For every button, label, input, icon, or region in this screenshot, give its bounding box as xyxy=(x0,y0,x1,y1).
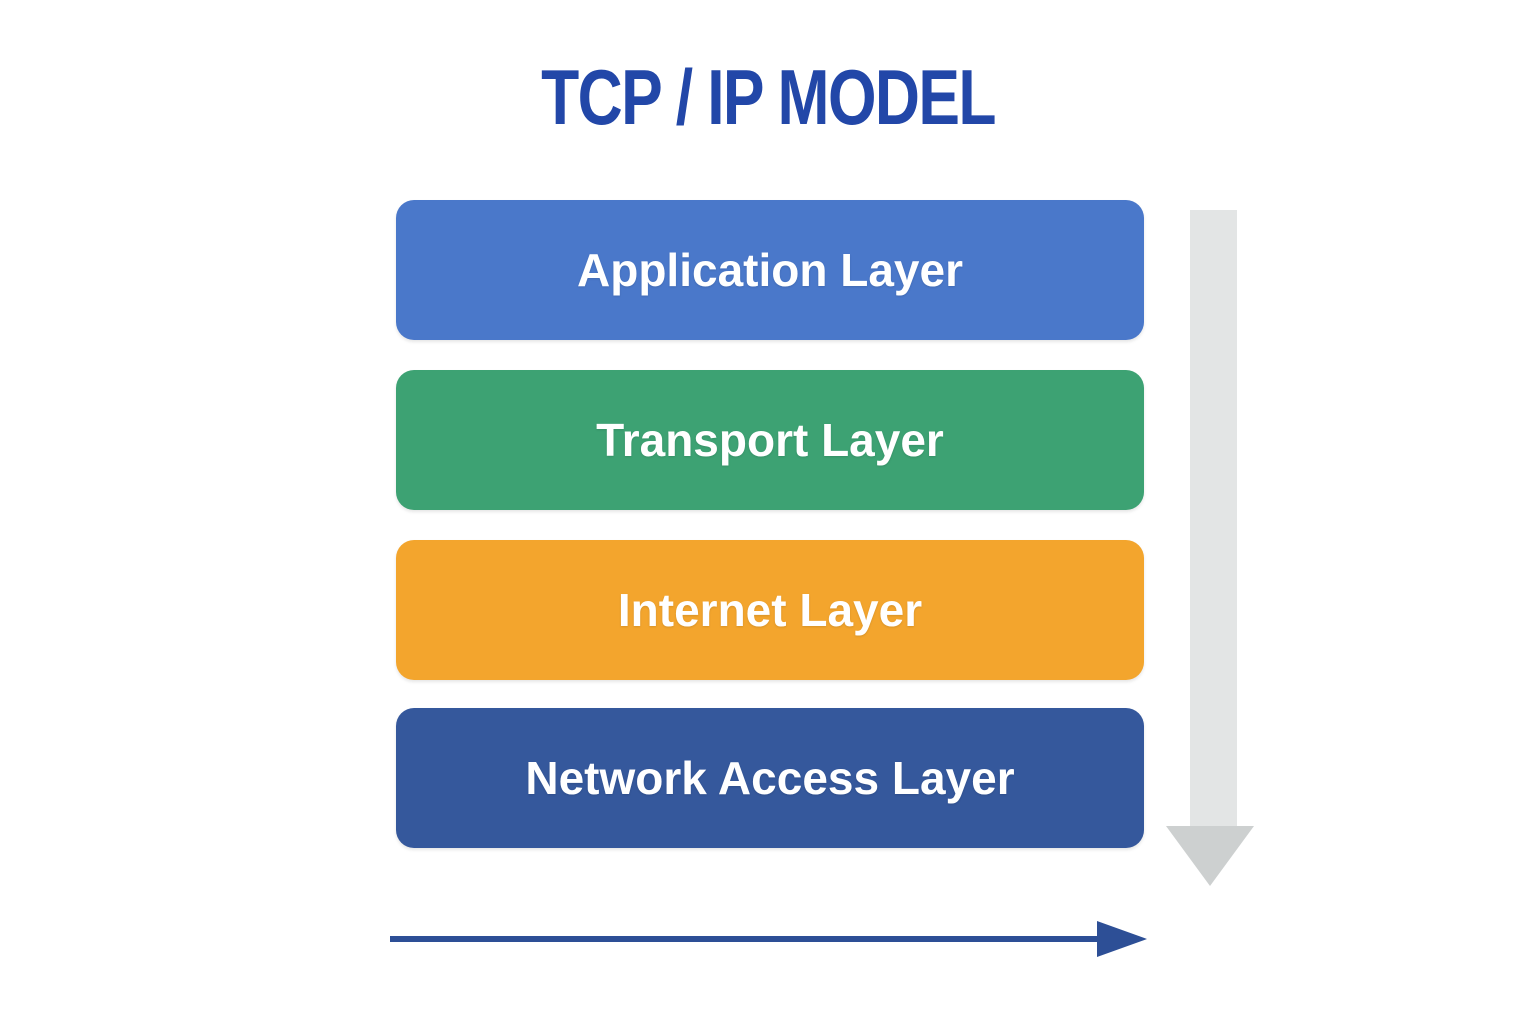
layer-label-network-access: Network Access Layer xyxy=(525,752,1015,804)
rightward-axis-arrow-head xyxy=(1097,921,1147,957)
layer-label-transport: Transport Layer xyxy=(596,414,944,466)
downward-flow-arrow-icon xyxy=(1166,210,1254,886)
diagram-title: TCP / IP MODEL xyxy=(541,53,996,141)
layer-label-application: Application Layer xyxy=(577,244,963,296)
layer-box-application: Application Layer xyxy=(396,200,1144,340)
rightward-axis-arrow-icon xyxy=(390,921,1147,957)
layer-box-internet: Internet Layer xyxy=(396,540,1144,680)
downward-flow-arrow-head xyxy=(1166,826,1254,886)
downward-flow-arrow-shaft xyxy=(1190,210,1237,830)
layer-box-transport: Transport Layer xyxy=(396,370,1144,510)
layer-box-network-access: Network Access Layer xyxy=(396,708,1144,848)
layer-label-internet: Internet Layer xyxy=(617,584,923,636)
